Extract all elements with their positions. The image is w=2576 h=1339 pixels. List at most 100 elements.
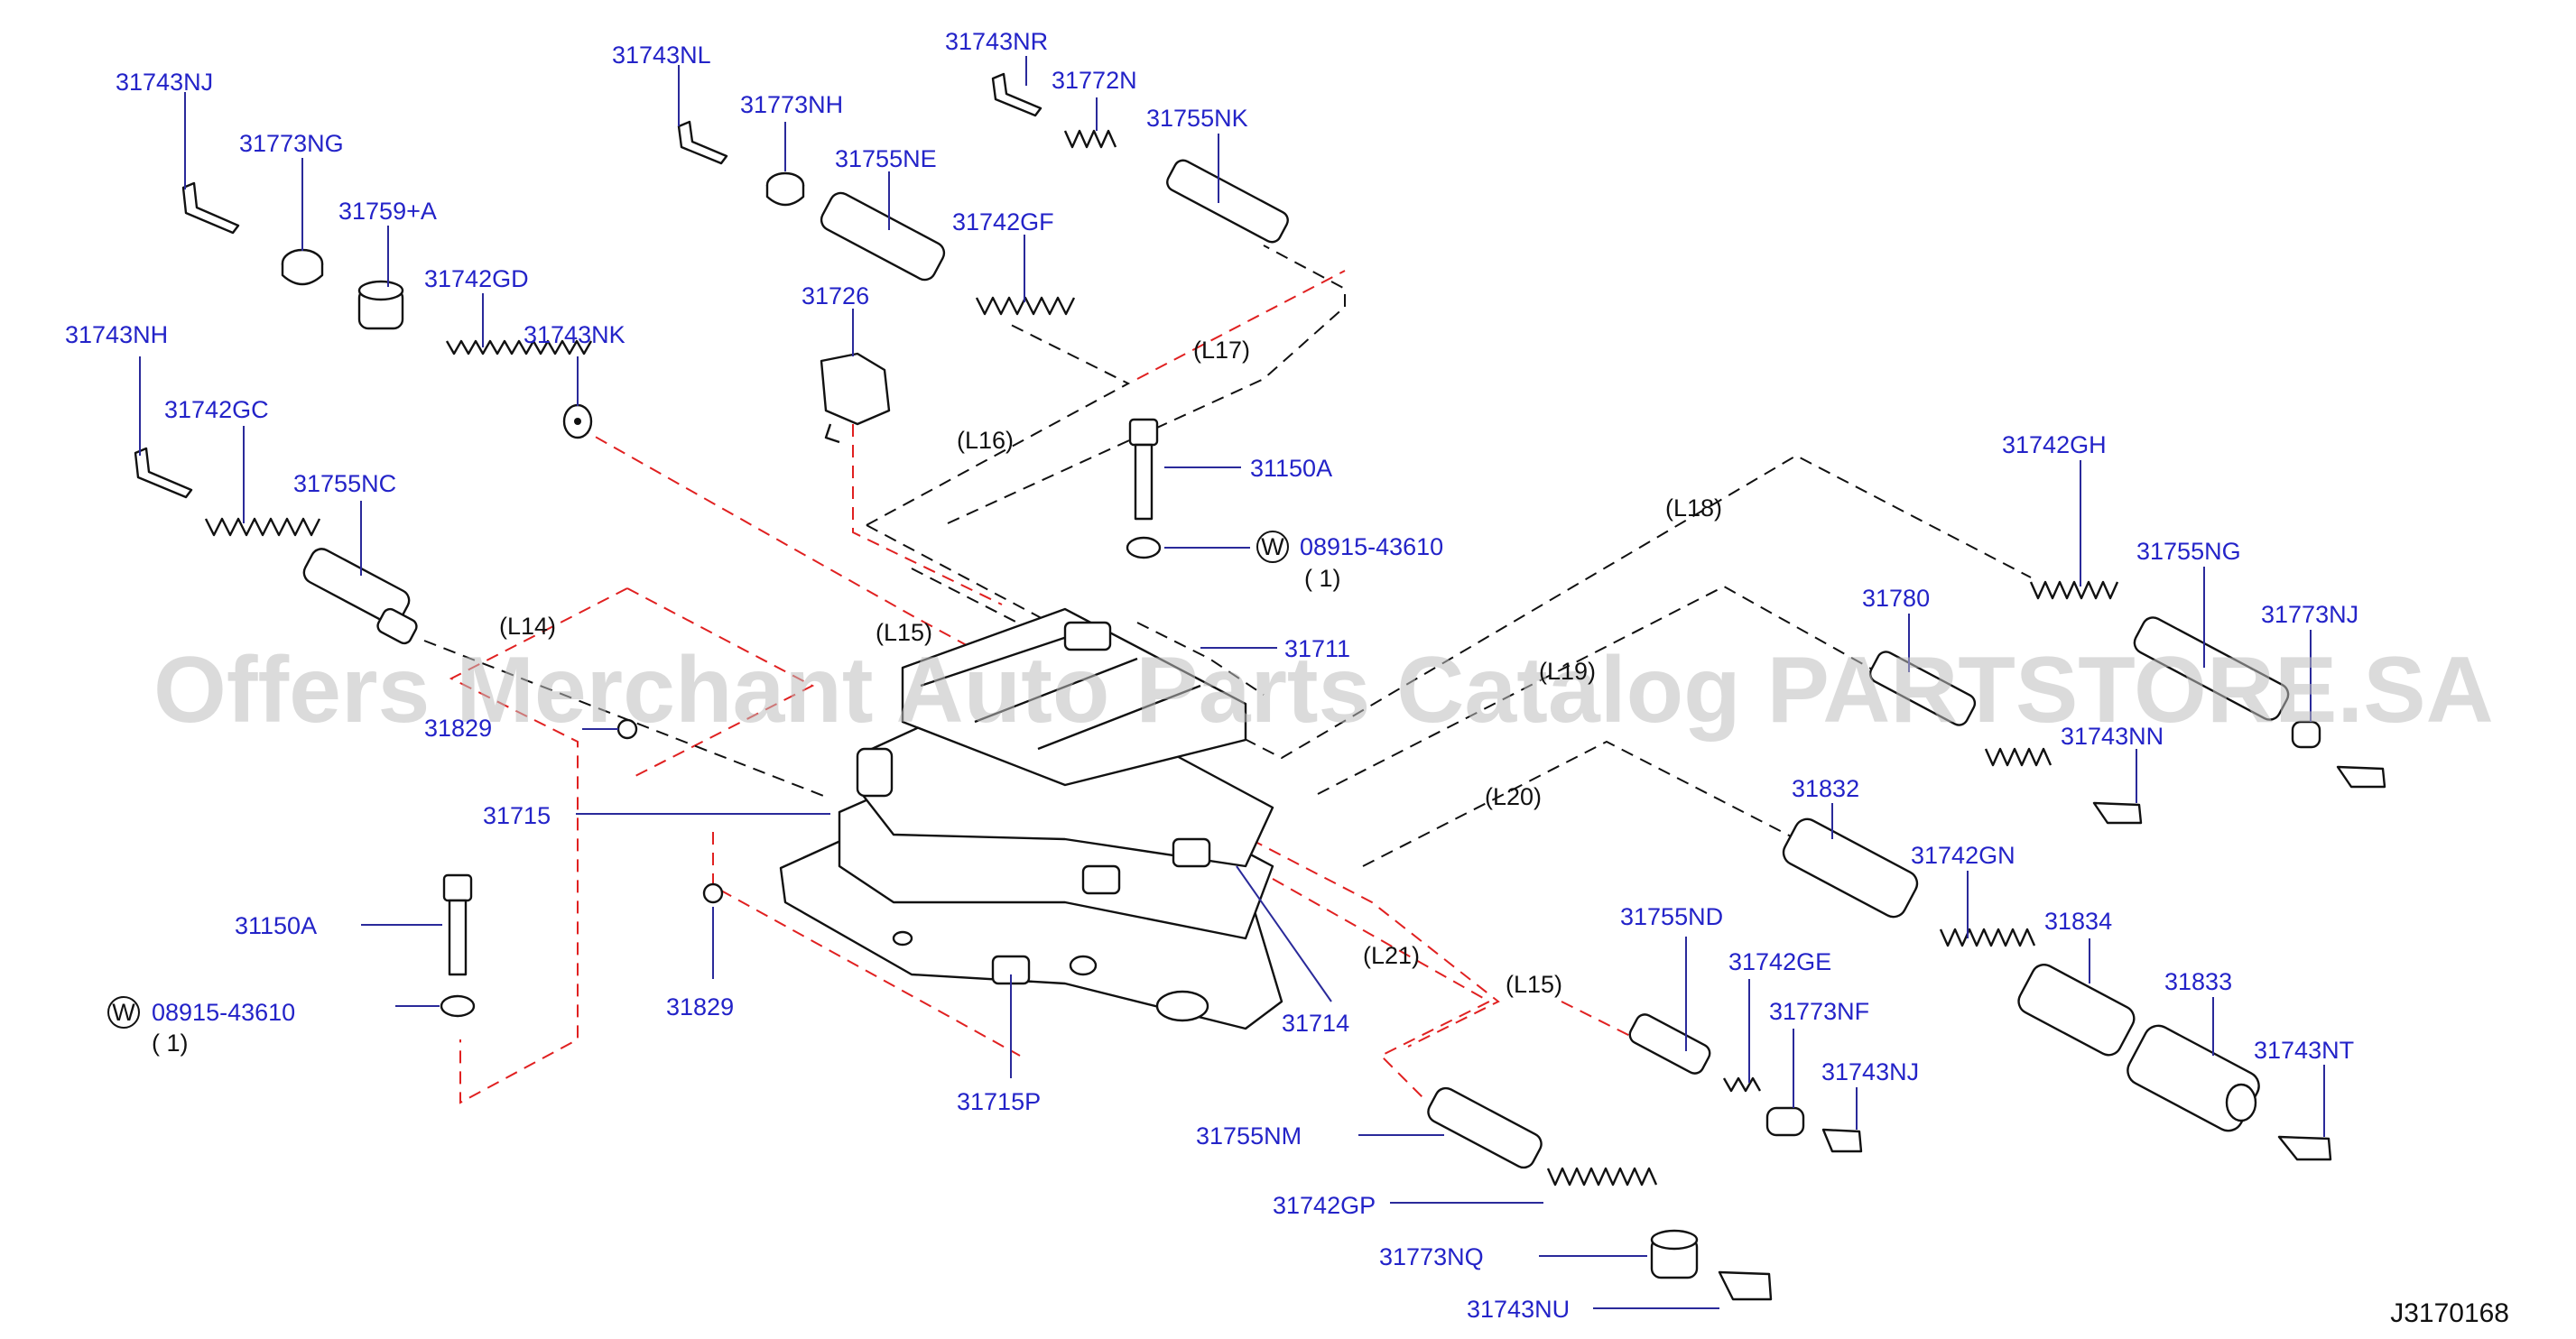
route-line-l14 — [449, 587, 628, 1104]
watermark-text: Offers Merchant Auto Parts Catalog PARTS… — [153, 638, 2494, 743]
part-label-31742gn[interactable]: 31742GN — [1911, 842, 2015, 869]
part-label-31742ge[interactable]: 31742GE — [1728, 948, 1831, 975]
part-label-31780[interactable]: 31780 — [1862, 585, 1930, 612]
part-label-31742gh[interactable]: 31742GH — [2002, 431, 2107, 458]
spring-icon — [1546, 1167, 1658, 1187]
part-label-31743nn[interactable]: 31743NN — [2061, 723, 2164, 750]
route-labels: (L14) (L15) (L15) (L16) (L17) (L18) (L19… — [499, 337, 1722, 998]
plug-icon — [357, 280, 404, 330]
route-label-l19: (L19) — [1539, 658, 1596, 685]
valve-icon — [2133, 616, 2290, 721]
part-label-31755ng[interactable]: 31755NG — [2136, 538, 2241, 565]
sleeve-icon — [2127, 1024, 2260, 1132]
part-label-31755nd[interactable]: 31755ND — [1620, 903, 1723, 930]
part-label-31714[interactable]: 31714 — [1282, 1010, 1349, 1037]
route-label-l15: (L15) — [876, 619, 932, 646]
part-label-31150a[interactable]: 31150A — [235, 912, 317, 939]
quantity-label: ( 1) — [152, 1030, 189, 1057]
part-label-31742gp[interactable]: 31742GP — [1273, 1192, 1376, 1219]
valve-icon — [820, 191, 946, 282]
part-label-31829[interactable]: 31829 — [424, 715, 492, 742]
check-ball-icon — [702, 882, 724, 904]
part-label-31833[interactable]: 31833 — [2164, 968, 2232, 995]
part-label-31742gf[interactable]: 31742GF — [952, 208, 1054, 235]
part-label-31743nh[interactable]: 31743NH — [65, 321, 168, 348]
leader-line — [1236, 865, 1332, 1002]
part-label-31742gc[interactable]: 31742GC — [164, 396, 269, 423]
valve-icon — [1868, 651, 1977, 726]
plug-icon — [281, 248, 324, 286]
part-label-08915-43610[interactable]: 08915-43610 — [152, 999, 295, 1026]
part-label-31715[interactable]: 31715 — [483, 802, 551, 829]
part-label-31773nh[interactable]: 31773NH — [740, 91, 843, 118]
route-label-l15-b: (L15) — [1506, 971, 1562, 998]
part-label-31773nj[interactable]: 31773NJ — [2261, 601, 2358, 628]
part-label-31742gd[interactable]: 31742GD — [424, 265, 529, 292]
part-label-31743nt[interactable]: 31743NT — [2254, 1037, 2354, 1064]
valve-icon — [302, 548, 418, 645]
plug-icon — [1765, 1106, 1805, 1137]
part-label-31832[interactable]: 31832 — [1792, 775, 1859, 802]
part-label-31743nr[interactable]: 31743NR — [945, 28, 1048, 55]
spring-icon — [1063, 129, 1117, 149]
route-line-l16 — [866, 324, 1131, 526]
spring-icon — [1939, 928, 2036, 947]
spring-icon — [1984, 747, 2052, 767]
retainer-plate-icon — [134, 447, 193, 499]
valve-icon — [1628, 1013, 1711, 1075]
part-label-31755nc[interactable]: 31755NC — [293, 470, 396, 497]
part-label-31150a-b[interactable]: 31150A — [1250, 455, 1332, 482]
route-line-l19 — [1317, 585, 1878, 795]
spring-icon — [2029, 580, 2119, 600]
route-line-l15a — [577, 426, 976, 651]
retainer-plate-icon — [2092, 801, 2143, 825]
part-label-31834[interactable]: 31834 — [2044, 908, 2112, 935]
leader-lines — [139, 56, 2325, 1309]
part-label-31743nj-b[interactable]: 31743NJ — [1821, 1058, 1919, 1085]
part-label-31755ne[interactable]: 31755NE — [835, 145, 937, 172]
part-label-31743nj[interactable]: 31743NJ — [116, 69, 213, 96]
washer-symbol-text: W — [112, 999, 135, 1026]
part-label-31773nf[interactable]: 31773NF — [1769, 998, 1869, 1025]
part-label-31743nk[interactable]: 31743NK — [524, 321, 625, 348]
retainer-plate-icon — [2336, 765, 2386, 789]
part-label-31772n[interactable]: 31772N — [1052, 67, 1137, 94]
plug-icon — [1650, 1229, 1699, 1279]
retainer-plate-icon — [1718, 1270, 1773, 1301]
route-line-l17-c — [947, 306, 1346, 524]
route-line-misc — [1136, 622, 1265, 696]
part-label-31743nu[interactable]: 31743NU — [1467, 1296, 1570, 1323]
bolt-icon — [442, 873, 473, 976]
plug-icon — [765, 171, 805, 207]
route-line-l17-d — [852, 424, 1003, 605]
part-label-31773nq[interactable]: 31773NQ — [1379, 1243, 1484, 1270]
route-label-l14: (L14) — [499, 613, 556, 640]
part-label-31773ng[interactable]: 31773NG — [239, 130, 344, 157]
quantity-labels: ( 1) ( 1) — [152, 565, 1341, 1057]
part-label-08915-43610-b[interactable]: 08915-43610 — [1300, 533, 1443, 560]
washer-icon — [1126, 536, 1162, 559]
spring-icon — [204, 517, 321, 537]
retainer-plate-icon — [2277, 1135, 2332, 1161]
part-label-31743nl[interactable]: 31743NL — [612, 42, 711, 69]
part-label-31829-b[interactable]: 31829 — [666, 993, 734, 1020]
diagram-reference-code: J3170168 — [2390, 1298, 2509, 1328]
valve-body-assembly-icon — [779, 607, 1283, 1030]
retainer-plate-icon — [991, 72, 1042, 117]
route-line-l17-b — [1263, 245, 1346, 307]
route-line-l17 — [1136, 270, 1346, 380]
part-label-31711[interactable]: 31711 — [1284, 635, 1350, 662]
retainer-plate-icon — [677, 120, 728, 165]
spring-icon — [1722, 1076, 1762, 1093]
bolt-icon — [1128, 418, 1159, 521]
part-label-31755nk[interactable]: 31755NK — [1146, 105, 1248, 132]
part-label-31759a[interactable]: 31759+A — [338, 198, 437, 225]
quantity-label: ( 1) — [1304, 565, 1341, 592]
part-label-31715p[interactable]: 31715P — [957, 1088, 1041, 1115]
route-label-l21: (L21) — [1363, 942, 1420, 969]
washer-symbol-callout: W — [1256, 531, 1289, 563]
part-label-31726[interactable]: 31726 — [802, 282, 869, 309]
part-label-31755nm[interactable]: 31755NM — [1196, 1122, 1302, 1150]
